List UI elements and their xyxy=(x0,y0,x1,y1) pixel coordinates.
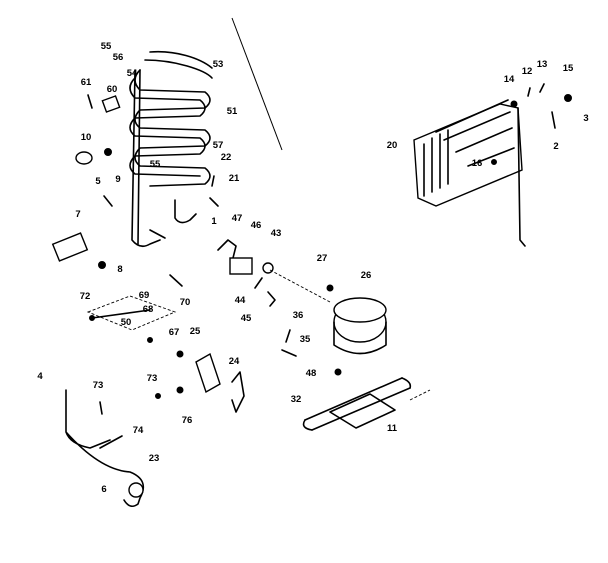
callout-55: 55 xyxy=(100,41,112,52)
callout-16: 16 xyxy=(471,158,483,169)
callout-76: 76 xyxy=(181,415,193,426)
control-parts xyxy=(209,175,276,307)
callout-22: 22 xyxy=(220,152,232,163)
callout-15: 15 xyxy=(562,63,574,74)
callout-2: 2 xyxy=(553,141,559,152)
callout-9: 9 xyxy=(115,174,121,185)
callout-3: 3 xyxy=(583,113,589,124)
callout-46: 46 xyxy=(250,220,262,231)
callout-24: 24 xyxy=(228,356,240,367)
callout-47: 47 xyxy=(231,213,243,224)
compressor-base xyxy=(302,377,431,431)
evaporator-coil xyxy=(129,50,213,248)
callout-14: 14 xyxy=(503,74,515,85)
callout-44: 44 xyxy=(234,295,246,306)
callout-11: 11 xyxy=(386,423,398,434)
callout-67: 67 xyxy=(168,327,180,338)
callout-35: 35 xyxy=(299,334,311,345)
callout-60: 60 xyxy=(106,84,118,95)
callout-70: 70 xyxy=(179,297,191,308)
condenser xyxy=(413,83,572,247)
callout-26: 26 xyxy=(360,270,372,281)
callout-74: 74 xyxy=(132,425,144,436)
bracket-assembly xyxy=(86,295,177,331)
callout-5: 5 xyxy=(95,176,101,187)
power-cord xyxy=(65,389,145,508)
callout-13: 13 xyxy=(536,59,548,70)
callout-32: 32 xyxy=(290,394,302,405)
left-small-parts xyxy=(51,94,183,287)
callout-48: 48 xyxy=(305,368,317,379)
callout-55b: 55 xyxy=(149,159,161,170)
callout-7: 7 xyxy=(75,209,81,220)
callout-36: 36 xyxy=(292,310,304,321)
callout-25: 25 xyxy=(189,326,201,337)
callout-50: 50 xyxy=(120,317,132,328)
callout-54: 54 xyxy=(126,68,138,79)
callout-10: 10 xyxy=(80,132,92,143)
callout-68: 68 xyxy=(142,304,154,315)
callout-45: 45 xyxy=(240,313,252,324)
callout-73b: 73 xyxy=(146,373,158,384)
callout-69: 69 xyxy=(138,290,150,301)
callout-51: 51 xyxy=(226,106,238,117)
callout-72: 72 xyxy=(79,291,91,302)
callout-12: 12 xyxy=(521,66,533,77)
compressor xyxy=(269,269,387,376)
callout-21: 21 xyxy=(228,173,240,184)
separator-line xyxy=(231,17,283,151)
callout-1: 1 xyxy=(211,216,217,227)
callout-6: 6 xyxy=(101,484,107,495)
callout-27: 27 xyxy=(316,253,328,264)
callout-23: 23 xyxy=(148,453,160,464)
callout-61: 61 xyxy=(80,77,92,88)
callout-8: 8 xyxy=(117,264,123,275)
callout-20: 20 xyxy=(386,140,398,151)
callout-53: 53 xyxy=(212,59,224,70)
callout-73: 73 xyxy=(92,380,104,391)
callout-57: 57 xyxy=(212,140,224,151)
callout-56: 56 xyxy=(112,52,124,63)
callout-4: 4 xyxy=(37,371,43,382)
drier-relay xyxy=(147,337,245,413)
callout-43: 43 xyxy=(270,228,282,239)
